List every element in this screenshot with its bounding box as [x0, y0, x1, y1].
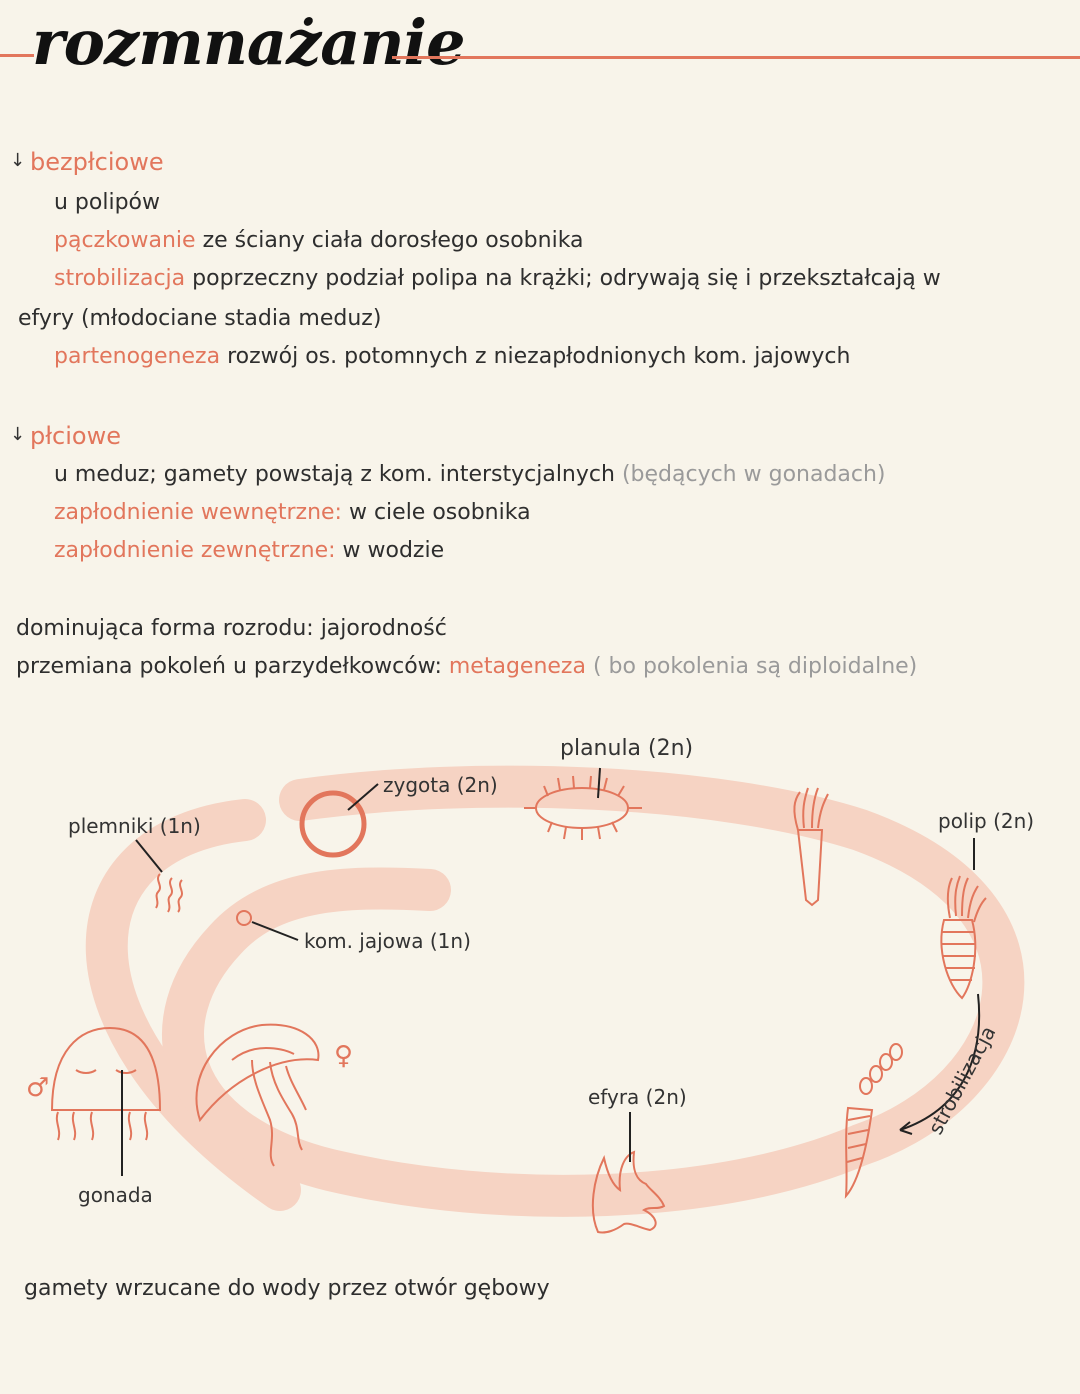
heading-sexual: płciowe — [30, 422, 121, 450]
label-sperm: plemniki (1n) — [68, 814, 201, 838]
down-arrow-icon: ↓ — [10, 150, 26, 171]
term-budding: pączkowanie — [54, 228, 196, 253]
ephyra-icon — [591, 1112, 666, 1234]
life-cycle-diagram: zygota (2n) planula (2n) polip (2n) stro… — [26, 736, 1034, 1234]
text-polyps: u polipów — [54, 190, 161, 215]
label-polyp: polip (2n) — [938, 809, 1034, 833]
female-medusa-icon: ♀ — [195, 1023, 353, 1167]
sep-external-fert: : — [328, 538, 336, 563]
desc-parthenogenesis: rozwój os. potomnych z niezapłodnionych … — [227, 344, 851, 369]
egg-icon — [236, 910, 299, 941]
term-external-fert: zapłodnienie zewnętrzne — [54, 538, 329, 563]
note-medusae: (będących w gonadach) — [621, 462, 886, 487]
planula-icon — [524, 767, 642, 840]
cycle-band — [85, 765, 1025, 1217]
label-zygote: zygota (2n) — [383, 773, 498, 797]
label-planula: planula (2n) — [560, 736, 693, 761]
note-metagenesis: ( bo pokolenia są diploidalne) — [592, 654, 918, 679]
male-symbol-icon: ♂ — [26, 1073, 49, 1103]
line-parthenogenesis: partenogeneza rozwój os. potomnych z nie… — [54, 344, 850, 369]
zygote-icon — [299, 783, 379, 858]
desc-budding: ze ściany ciała dorosłego osobnika — [202, 228, 584, 253]
text-medusae: u meduz; gamety powstają z kom. intersty… — [54, 462, 615, 487]
term-metagenesis: metageneza — [448, 654, 586, 679]
line-strobilization: strobilizacja poprzeczny podział polipa … — [54, 266, 941, 291]
page-title: rozmnażanie — [32, 6, 466, 79]
line-external-fert: zapłodnienie zewnętrzne: w wodzie — [54, 538, 444, 563]
term-strobilization: strobilizacja — [54, 266, 186, 291]
polyp-icon — [940, 838, 987, 1000]
term-parthenogenesis: partenogeneza — [54, 344, 221, 369]
young-polyp-icon — [793, 787, 829, 907]
line-alternation: przemiana pokoleń u parzydełkowców: meta… — [16, 654, 917, 679]
label-ephyra: efyra (2n) — [588, 1085, 687, 1109]
desc-internal-fert: w ciele osobnika — [348, 500, 531, 525]
strobilization-arrow-icon — [899, 993, 981, 1135]
text-dominant-form: dominująca forma rozrodu: jajorodność — [16, 616, 447, 641]
text-ephyra-desc: efyry (młodociane stadia meduz) — [18, 306, 382, 331]
label-egg: kom. jajowa (1n) — [304, 929, 471, 953]
down-arrow-icon: ↓ — [10, 424, 26, 445]
sep-internal-fert: : — [334, 500, 342, 525]
text-alternation: przemiana pokoleń u parzydełkowców: — [16, 654, 442, 679]
heading-asexual: bezpłciowe — [30, 148, 164, 176]
term-internal-fert: zapłodnienie wewnętrzne — [54, 500, 335, 525]
desc-strobilization: poprzeczny podział polipa na krążki; odr… — [192, 266, 941, 291]
title-rule-left — [0, 54, 34, 57]
line-budding: pączkowanie ze ściany ciała dorosłego os… — [54, 228, 584, 253]
sperm-icon — [135, 839, 183, 913]
male-medusa-icon: ♂ — [26, 1026, 162, 1141]
title-rule-right — [392, 56, 1080, 59]
line-medusae: u meduz; gamety powstają z kom. intersty… — [54, 462, 886, 487]
strobila-icon — [844, 1043, 903, 1199]
desc-external-fert: w wodzie — [342, 538, 445, 563]
line-internal-fert: zapłodnienie wewnętrzne: w ciele osobnik… — [54, 500, 531, 525]
female-symbol-icon: ♀ — [334, 1041, 353, 1071]
text-footer: gamety wrzucane do wody przez otwór gębo… — [24, 1276, 550, 1301]
label-gonad: gonada — [78, 1183, 153, 1207]
